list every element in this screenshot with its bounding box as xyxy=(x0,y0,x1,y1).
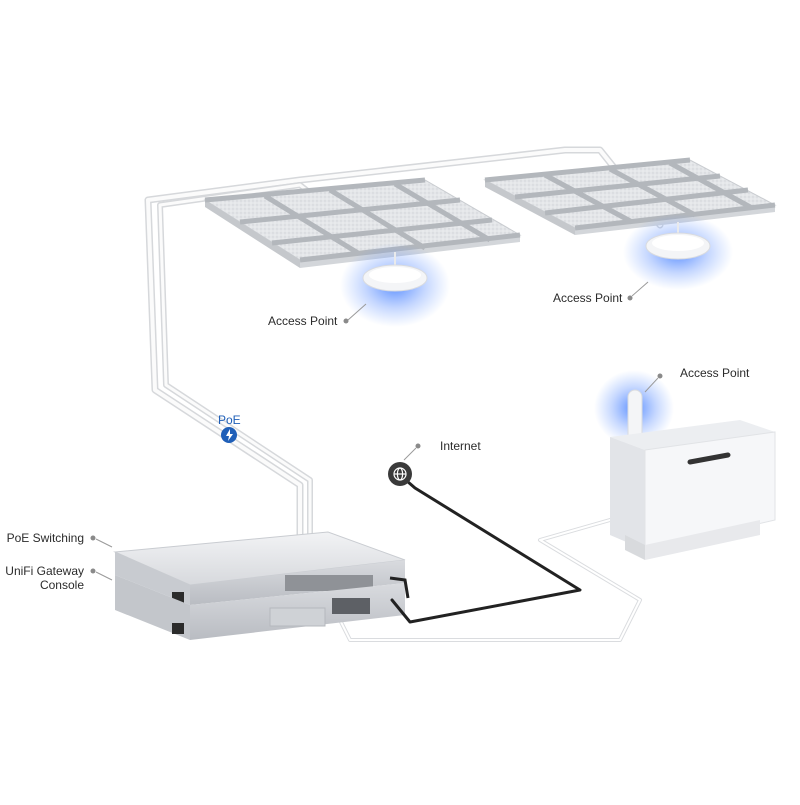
label-gateway-console: UniFi Gateway Console xyxy=(0,564,84,592)
lightning-icon xyxy=(226,429,233,441)
internet-cable xyxy=(390,473,582,624)
label-poe: PoE xyxy=(218,413,241,427)
label-poe-switching: PoE Switching xyxy=(6,531,84,545)
poe-switch xyxy=(113,531,406,605)
ceiling-panel-left xyxy=(203,177,522,268)
gateway-console xyxy=(115,575,405,640)
label-gateway-line2: Console xyxy=(39,578,84,592)
label-access-point-box: Access Point xyxy=(680,366,750,380)
access-point-right xyxy=(645,222,711,260)
floor-cable xyxy=(328,518,642,642)
access-point-box xyxy=(610,389,776,560)
label-access-point-right: Access Point xyxy=(553,291,623,305)
poe-badge xyxy=(221,427,237,443)
label-internet: Internet xyxy=(440,439,481,453)
leader-lines xyxy=(347,281,659,461)
access-point-left xyxy=(362,252,428,292)
ceiling-panel-right xyxy=(483,157,777,235)
label-access-point-left: Access Point xyxy=(268,314,338,328)
internet-badge xyxy=(388,462,412,486)
globe-icon xyxy=(393,467,407,481)
switch-ports xyxy=(285,575,373,591)
label-gateway-line1: UniFi Gateway xyxy=(5,564,84,578)
